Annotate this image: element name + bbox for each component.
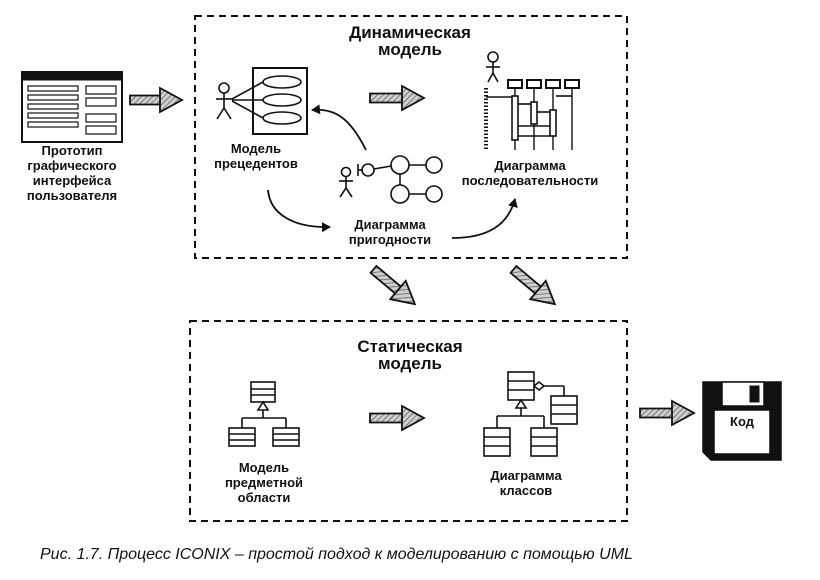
sequence-diagram-label: Диаграмма последовательности (448, 158, 612, 188)
domain-model-label: Модель предметной области (204, 460, 324, 505)
curve-robustness-to-usecase (311, 104, 367, 151)
static-model-title-line: модель (377, 354, 442, 373)
class-diagram-icon (483, 371, 578, 457)
class-diagram-label: Диаграмма классов (466, 468, 586, 498)
use-case-model-label-line: Модель (230, 141, 282, 156)
use-case-model-label: Модель прецедентов (196, 141, 316, 171)
code-label: Код (730, 414, 754, 429)
arrow-class-to-code (639, 399, 696, 427)
domain-model-label-line: Модель (238, 460, 290, 475)
dynamic-model-box (194, 15, 628, 259)
sequence-diagram-icon (484, 51, 580, 150)
arrow-gui-to-dynamic (129, 86, 184, 114)
dynamic-model-title-line: модель (377, 40, 442, 59)
gui-prototype-label-line: пользователя (26, 188, 118, 203)
use-case-model-icon (216, 67, 308, 135)
robustness-diagram-label: Диаграмма пригодности (320, 217, 460, 247)
dynamic-model-title-line: Динамическая (349, 23, 471, 42)
sequence-diagram-label-line: последовательности (461, 173, 599, 188)
arrow-usecase-to-sequence (369, 84, 426, 112)
use-case-model-label-line: прецедентов (214, 156, 298, 171)
hollow-arrows (129, 84, 696, 432)
curve-robustness-to-sequence (451, 198, 518, 239)
gui-prototype-label: Прототип графического интерфейса пользов… (2, 143, 142, 203)
static-model-title-line: Статическая (357, 337, 463, 356)
static-model-box (189, 320, 628, 522)
gui-prototype-label-line: графического (27, 158, 117, 173)
curve-usecase-to-robustness (267, 189, 331, 233)
gui-prototype-icon (21, 71, 123, 143)
floppy-disk-icon (702, 381, 782, 461)
robustness-diagram-icon (339, 155, 443, 204)
arrow-domain-to-class (369, 404, 426, 432)
figure-caption: Рис. 1.7. Процесс ICONIX – простой подхо… (40, 546, 633, 563)
gui-prototype-label-line: интерфейса (32, 173, 112, 188)
arrow-dynamic-to-static-right (509, 264, 557, 306)
class-diagram-label-line: классов (499, 483, 553, 498)
gui-prototype-label-line: Прототип (41, 143, 103, 158)
domain-model-label-line: области (237, 490, 291, 505)
domain-model-label-line: предметной (224, 475, 304, 490)
arrow-dynamic-to-static-left (369, 264, 417, 306)
dynamic-model-title: Динамическая модель (300, 24, 520, 58)
robustness-diagram-label-line: пригодности (348, 232, 432, 247)
robustness-diagram-label-line: Диаграмма (354, 217, 426, 232)
class-diagram-label-line: Диаграмма (490, 468, 562, 483)
static-model-title: Статическая модель (300, 338, 520, 372)
flow-curves (267, 104, 518, 239)
sequence-diagram-label-line: Диаграмма (494, 158, 566, 173)
domain-model-icon (228, 381, 300, 447)
